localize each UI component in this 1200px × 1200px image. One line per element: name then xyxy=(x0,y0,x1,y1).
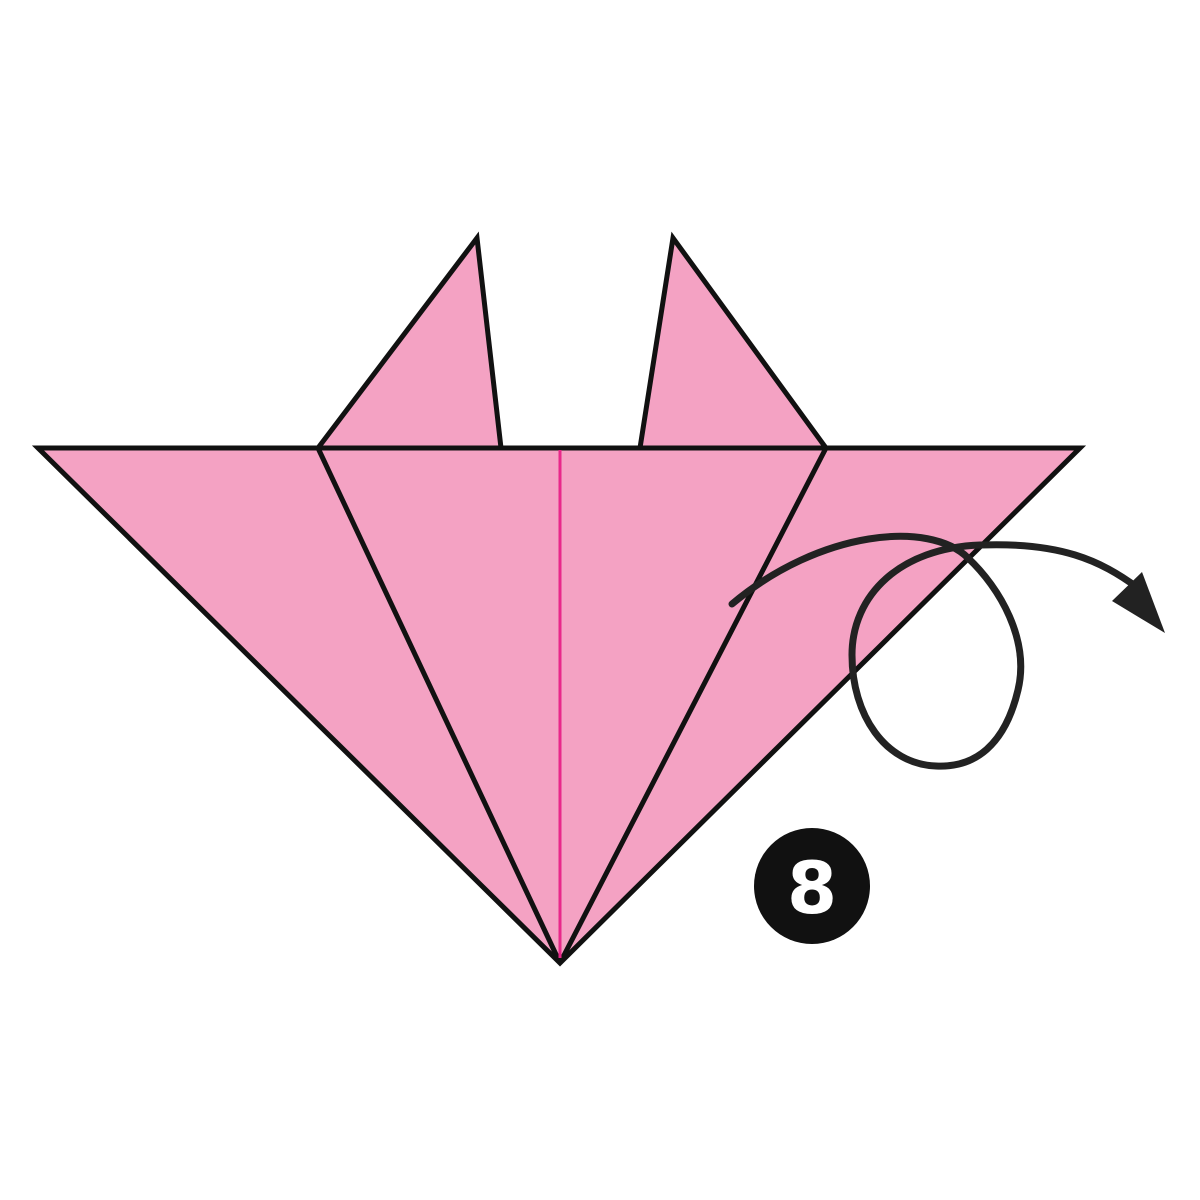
left-fold-line xyxy=(315,446,563,965)
turn-over-arrow-icon xyxy=(728,532,1142,770)
step-number-label: 8 xyxy=(787,846,837,930)
right-ear-flap xyxy=(637,231,831,451)
right-fold-line xyxy=(557,446,829,965)
arrow-head-icon xyxy=(1112,572,1165,633)
left-ear-flap xyxy=(312,231,504,451)
step-number-badge xyxy=(754,828,870,944)
